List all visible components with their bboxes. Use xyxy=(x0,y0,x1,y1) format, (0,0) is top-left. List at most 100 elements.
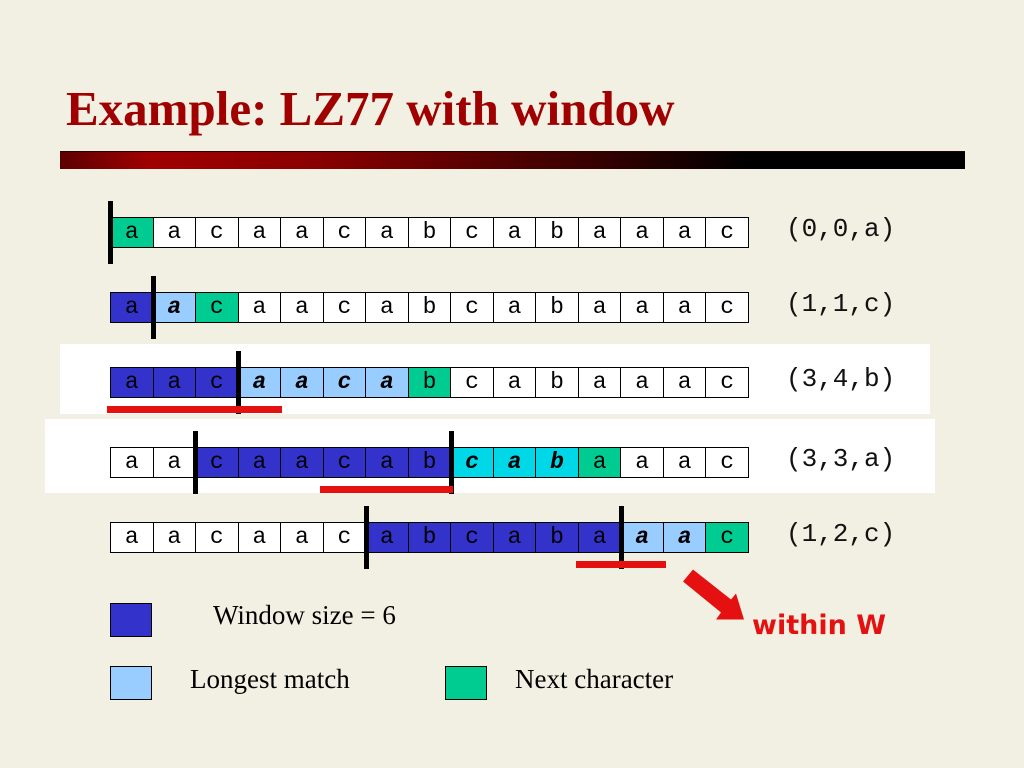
cursor-bar xyxy=(108,201,113,264)
char-cell: b xyxy=(535,367,579,398)
char-cell: a xyxy=(662,367,707,398)
char-cell: a xyxy=(662,447,707,478)
char-cell: a xyxy=(152,367,197,398)
char-cell: c xyxy=(450,522,494,553)
match-legend-label: Longest match xyxy=(190,664,350,694)
match-source-underline xyxy=(107,406,283,413)
cursor-bar xyxy=(363,506,369,569)
char-cell: b xyxy=(535,217,579,248)
char-cell: a xyxy=(365,522,409,553)
char-cell: b xyxy=(535,292,579,323)
char-cell: c xyxy=(322,292,367,323)
char-cell: c xyxy=(450,367,494,398)
char-cell: b xyxy=(407,447,452,478)
char-cell: a xyxy=(110,447,154,478)
char-cell: a xyxy=(662,292,707,323)
char-cell: b xyxy=(407,217,452,248)
char-cell: a xyxy=(620,367,664,398)
char-cell: c xyxy=(705,292,749,323)
char-cell: a xyxy=(577,522,622,553)
slide-title: Example: LZ77 with window xyxy=(66,81,675,136)
char-cell: a xyxy=(620,292,664,323)
cursor-bar xyxy=(448,431,454,494)
char-cell: a xyxy=(237,367,282,398)
char-cell: a xyxy=(237,522,282,553)
char-cell: a xyxy=(110,367,154,398)
char-cell: a xyxy=(280,292,324,323)
char-cell: a xyxy=(152,447,197,478)
char-cell: c xyxy=(705,367,749,398)
char-cell: a xyxy=(620,217,664,248)
char-cell: c xyxy=(450,447,494,478)
char-cell: c xyxy=(322,447,367,478)
within-w-label: within W xyxy=(752,610,886,641)
char-cell: a xyxy=(662,522,707,553)
char-cell: a xyxy=(152,522,197,553)
char-cell: c xyxy=(195,217,239,248)
cursor-bar xyxy=(193,431,199,494)
char-cell: a xyxy=(492,292,537,323)
char-cell: c xyxy=(705,447,749,478)
char-cell: a xyxy=(110,217,154,248)
window-swatch xyxy=(110,603,152,637)
char-cell: a xyxy=(152,217,197,248)
output-tuple: (1,1,c) xyxy=(786,289,896,319)
char-cell: a xyxy=(365,447,409,478)
char-cell: c xyxy=(322,522,367,553)
char-cell: a xyxy=(492,367,537,398)
output-tuple: (1,2,c) xyxy=(786,519,896,549)
char-cell: a xyxy=(620,522,664,553)
char-cell: a xyxy=(110,292,154,323)
char-cell: a xyxy=(237,447,282,478)
output-tuple: (3,3,a) xyxy=(786,444,896,474)
char-cell: a xyxy=(492,522,537,553)
char-cell: a xyxy=(620,447,664,478)
char-cell: c xyxy=(195,447,239,478)
char-cell: a xyxy=(280,522,324,553)
char-cell: c xyxy=(322,367,367,398)
char-cell: c xyxy=(195,367,239,398)
char-cell: a xyxy=(280,217,324,248)
char-cell: a xyxy=(492,217,537,248)
char-cell: b xyxy=(407,367,452,398)
char-cell: c xyxy=(705,217,749,248)
char-cell: a xyxy=(280,447,324,478)
char-cell: b xyxy=(407,292,452,323)
output-tuple: (0,0,a) xyxy=(786,214,896,244)
match-source-underline xyxy=(320,486,453,493)
char-cell: c xyxy=(450,217,494,248)
char-cell: a xyxy=(492,447,537,478)
cursor-bar xyxy=(150,276,156,339)
char-cell: b xyxy=(535,447,579,478)
match-swatch xyxy=(110,666,152,700)
char-cell: a xyxy=(152,292,197,323)
char-cell: a xyxy=(365,292,409,323)
cursor-bar xyxy=(619,506,625,569)
char-cell: a xyxy=(577,367,622,398)
char-cell: a xyxy=(577,447,622,478)
cursor-bar xyxy=(235,351,241,414)
char-cell: a xyxy=(110,522,154,553)
match-source-underline xyxy=(575,561,666,568)
char-cell: c xyxy=(705,522,749,553)
window-legend-label: Window size = 6 xyxy=(213,600,396,630)
char-cell: a xyxy=(237,292,282,323)
within-w-arrow-icon xyxy=(683,569,744,620)
char-cell: c xyxy=(450,292,494,323)
char-cell: a xyxy=(365,367,409,398)
char-cell: a xyxy=(365,217,409,248)
char-cell: c xyxy=(195,292,239,323)
char-cell: b xyxy=(407,522,452,553)
char-cell: b xyxy=(535,522,579,553)
char-cell: c xyxy=(195,522,239,553)
char-cell: a xyxy=(577,292,622,323)
next-legend-label: Next character xyxy=(515,664,674,694)
title-gradient-bar xyxy=(60,151,965,169)
char-cell: c xyxy=(322,217,367,248)
